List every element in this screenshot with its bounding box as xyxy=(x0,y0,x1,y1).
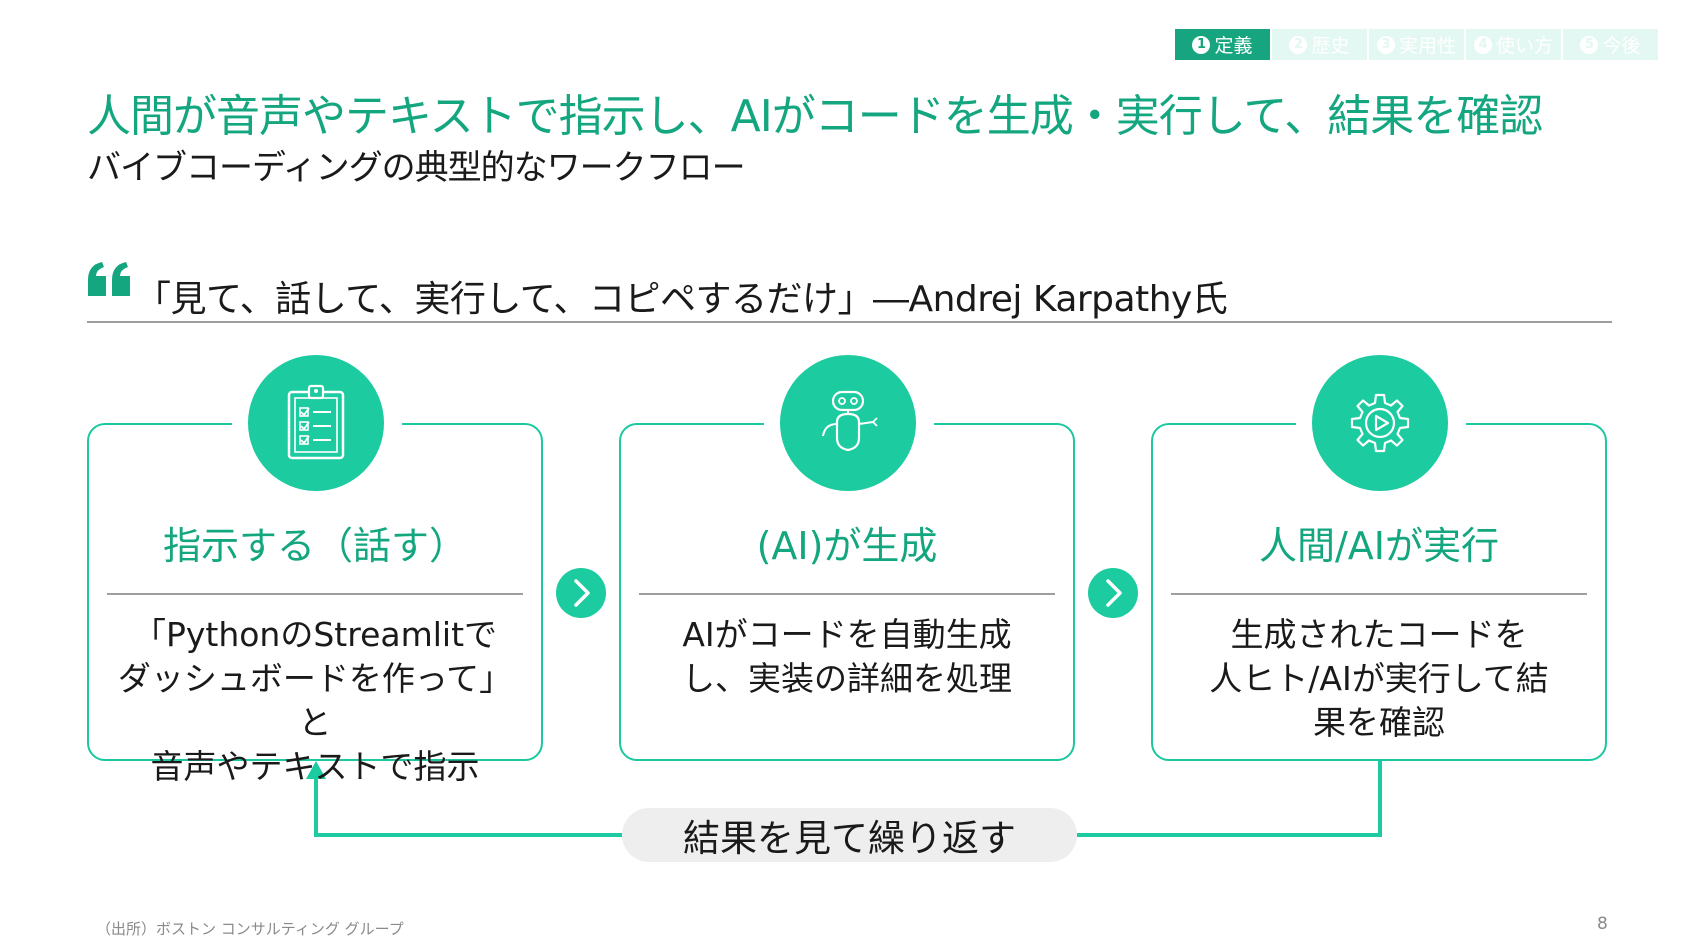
nav-tab-number: 1 xyxy=(1192,35,1211,54)
nav-tab-history[interactable]: 2 歴史 xyxy=(1272,29,1367,60)
nav-tab-practicality[interactable]: 3 実用性 xyxy=(1369,29,1464,60)
step-icon-wrapper xyxy=(1312,355,1448,491)
clipboard-checklist-icon xyxy=(287,384,345,460)
loop-label: 結果を見て繰り返す xyxy=(622,808,1077,862)
page-number: 8 xyxy=(1597,914,1608,934)
nav-tab-future[interactable]: 5 今後 xyxy=(1563,29,1658,60)
nav-tab-label: 使い方 xyxy=(1495,35,1553,57)
divider xyxy=(87,321,1612,323)
nav-tab-number: 2 xyxy=(1289,35,1308,54)
quote-text: 「見て、話して、実行して、コピペするだけ」―Andrej Karpathy氏 xyxy=(135,279,1228,320)
next-step-chevron-icon xyxy=(556,568,606,618)
page-subtitle: バイブコーディングの典型的なワークフロー xyxy=(87,148,746,188)
step-body: 「PythonのStreamlitで ダッシュボードを作って」と 音声やテキスト… xyxy=(117,615,513,786)
step-card-instruct: 指示する（話す） 「PythonのStreamlitで ダッシュボードを作って」… xyxy=(87,417,543,786)
divider xyxy=(639,593,1055,595)
step-title: 指示する（話す） xyxy=(162,524,467,568)
next-step-chevron-icon xyxy=(1088,568,1138,618)
step-icon-wrapper xyxy=(248,355,384,491)
nav-tab-label: 定義 xyxy=(1214,35,1253,57)
nav-tab-number: 4 xyxy=(1473,35,1492,54)
nav-tab-usage[interactable]: 4 使い方 xyxy=(1466,29,1561,60)
step-title: 人間/AIが実行 xyxy=(1258,524,1499,568)
gear-play-icon xyxy=(1350,393,1410,453)
source-note: （出所）ボストン コンサルティング グループ xyxy=(96,920,404,938)
step-title: (AI)が生成 xyxy=(756,524,938,568)
nav-tab-definition[interactable]: 1 定義 xyxy=(1175,29,1270,60)
section-nav: 1 定義 2 歴史 3 実用性 4 使い方 5 今後 xyxy=(1175,29,1658,60)
divider xyxy=(107,593,523,595)
nav-tab-label: 歴史 xyxy=(1311,35,1350,57)
step-body: AIがコードを自動生成 し、実装の詳細を処理 xyxy=(682,615,1012,698)
step-body: 生成されたコードを 人ヒト/AIが実行して結 果を確認 xyxy=(1209,615,1549,742)
nav-tab-label: 今後 xyxy=(1602,35,1641,57)
nav-tab-number: 5 xyxy=(1580,35,1599,54)
step-icon-wrapper xyxy=(780,355,916,491)
nav-tab-number: 3 xyxy=(1376,35,1395,54)
page-title: 人間が音声やテキストで指示し、AIがコードを生成・実行して、結果を確認 xyxy=(87,91,1543,142)
divider xyxy=(1171,593,1587,595)
robot-icon xyxy=(822,390,878,452)
quote-mark-icon xyxy=(88,262,130,296)
nav-tab-label: 実用性 xyxy=(1398,35,1456,57)
